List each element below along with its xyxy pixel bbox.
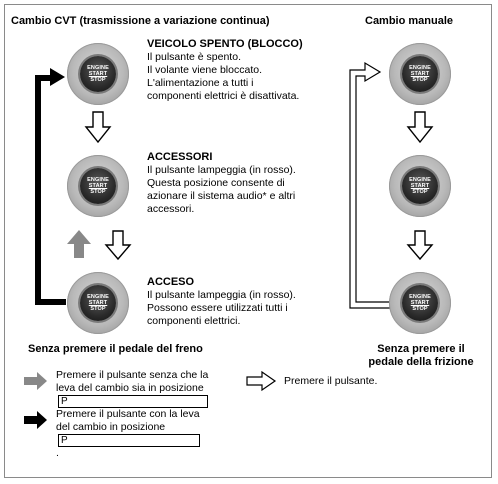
black-loop-arrow (35, 68, 66, 305)
park-position-box-2: P (58, 434, 200, 447)
up-arrow-gray (67, 230, 91, 258)
state-accessory-description: Il pulsante lampeggia (in rosso). Questa… (147, 164, 296, 215)
legend-gray-arrow (24, 372, 47, 390)
state-on-description: Il pulsante lampeggia (in rosso). Posson… (147, 289, 296, 327)
manual-condition-note: Senza premere il pedale della frizione (368, 343, 474, 368)
down-arrow-manual-2 (406, 230, 434, 261)
down-arrow-manual-1 (406, 111, 434, 144)
state-off: VEICOLO SPENTO (BLOCCO) Il pulsante è sp… (147, 38, 303, 103)
manual-heading: Cambio manuale (365, 15, 454, 27)
state-off-title: VEICOLO SPENTO (BLOCCO) (147, 38, 303, 50)
down-arrow-cvt-1 (84, 111, 112, 144)
cvt-condition-note: Senza premere il pedale del freno (28, 343, 203, 355)
down-arrow-cvt-2 (104, 230, 132, 261)
white-loop-arrow (349, 61, 391, 309)
state-accessory: ACCESSORI Il pulsante lampeggia (in ross… (147, 151, 296, 216)
legend-white-text: Premere il pulsante. (284, 375, 378, 387)
legend-black-text: Premere il pulsante con la leva del camb… (56, 408, 200, 459)
state-accessory-title: ACCESSORI (147, 151, 213, 163)
state-on-title: ACCESO (147, 276, 195, 288)
legend-black-arrow (24, 411, 47, 429)
state-off-description: Il pulsante è spento. Il volante viene b… (147, 51, 300, 102)
legend-gray-text: Premere il pulsante senza che la leva de… (56, 369, 209, 420)
park-position-box: P (58, 395, 209, 408)
cvt-heading: Cambio CVT (trasmissione a variazione co… (11, 15, 270, 27)
legend-white-arrow (246, 370, 277, 392)
state-on: ACCESO Il pulsante lampeggia (in rosso).… (147, 276, 296, 328)
